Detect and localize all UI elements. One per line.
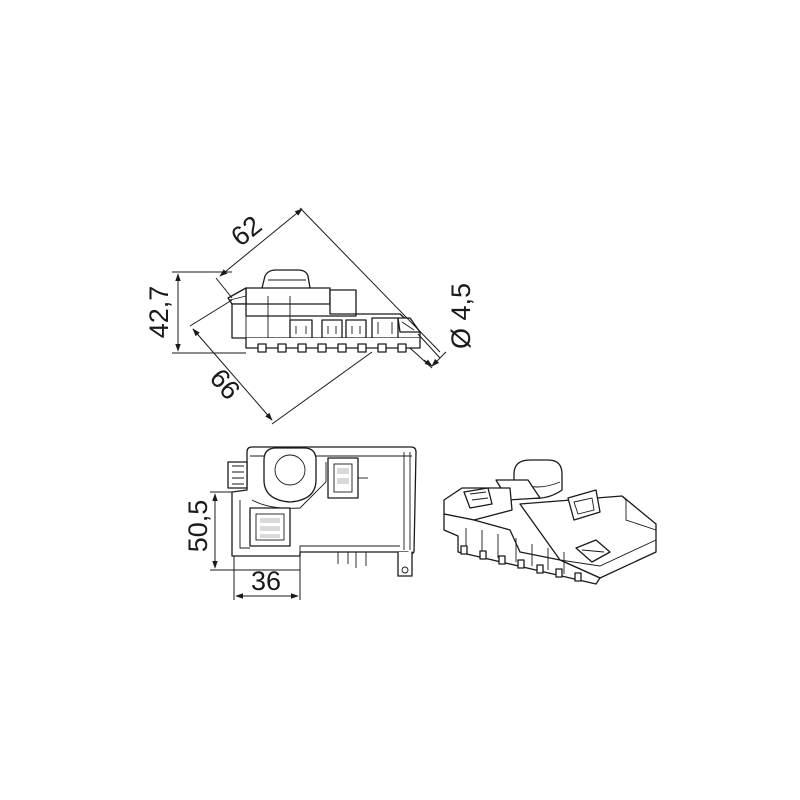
diagonal-label: 66 (204, 363, 246, 405)
isometric-view (443, 459, 657, 585)
dimension-diameter: Ø 4,5 (409, 283, 476, 369)
width-label: 50,5 (183, 500, 213, 553)
top-view (227, 446, 417, 577)
dimension-height: 42,7 (144, 271, 246, 354)
dimension-depth: 36 (233, 556, 301, 600)
length-label: 62 (225, 210, 267, 252)
dimension-width: 50,5 (183, 491, 300, 571)
depth-label: 36 (251, 566, 281, 596)
side-view (227, 269, 421, 353)
diameter-label: Ø 4,5 (446, 283, 476, 349)
height-label: 42,7 (144, 286, 174, 339)
